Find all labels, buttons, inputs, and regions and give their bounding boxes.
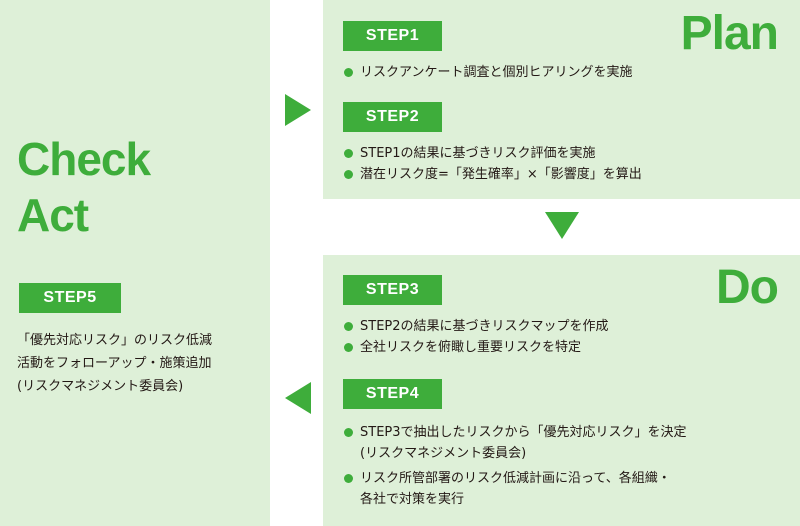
step3-bullet: STEP2の結果に基づきリスクマップを作成 bbox=[343, 316, 609, 337]
step5-line: (リスクマネジメント委員会) bbox=[17, 379, 184, 394]
step3-label: STEP3 bbox=[343, 275, 442, 305]
arrow-left-icon bbox=[285, 382, 311, 414]
step2-label: STEP2 bbox=[343, 102, 442, 132]
step1-label: STEP1 bbox=[343, 21, 442, 51]
step3-bullet: 全社リスクを俯瞰し重要リスクを特定 bbox=[343, 337, 609, 358]
step4-bullet: STEP3で抽出したリスクから「優先対応リスク」を決定 (リスクマネジメント委員… bbox=[343, 422, 687, 464]
arrow-right-icon bbox=[285, 94, 311, 126]
plan-heading: Plan bbox=[680, 7, 779, 60]
step4-bullet-line: (リスクマネジメント委員会) bbox=[360, 446, 527, 461]
check-heading: Check bbox=[17, 133, 151, 185]
step2-bullets: STEP1の結果に基づきリスク評価を実施 潜在リスク度=「発生確率」×「影響度」… bbox=[343, 143, 642, 185]
step4-bullets: STEP3で抽出したリスクから「優先対応リスク」を決定 (リスクマネジメント委員… bbox=[343, 422, 687, 510]
step4-label: STEP4 bbox=[343, 379, 442, 409]
step2-bullet: 潜在リスク度=「発生確率」×「影響度」を算出 bbox=[343, 164, 642, 185]
act-heading: Act bbox=[17, 189, 89, 241]
step2-bullet: STEP1の結果に基づきリスク評価を実施 bbox=[343, 143, 642, 164]
step4-bullet-line: 各社で対策を実行 bbox=[360, 492, 465, 507]
step1-bullets: リスクアンケート調査と個別ヒアリングを実施 bbox=[343, 62, 632, 83]
check-act-panel bbox=[0, 0, 270, 526]
step5-label: STEP5 bbox=[19, 283, 121, 313]
step1-bullet: リスクアンケート調査と個別ヒアリングを実施 bbox=[343, 62, 632, 83]
step4-bullet-line: STEP3で抽出したリスクから「優先対応リスク」を決定 bbox=[360, 425, 687, 440]
step4-bullet: リスク所管部署のリスク低減計画に沿って、各組織・ 各社で対策を実行 bbox=[343, 468, 687, 510]
step5-line: 活動をフォローアップ・施策追加 bbox=[17, 356, 212, 371]
step5-line: 「優先対応リスク」のリスク低減 bbox=[17, 333, 213, 348]
arrow-down-icon bbox=[545, 212, 579, 239]
do-heading: Do bbox=[716, 261, 779, 314]
step3-bullets: STEP2の結果に基づきリスクマップを作成 全社リスクを俯瞰し重要リスクを特定 bbox=[343, 316, 609, 358]
step5-description: 「優先対応リスク」のリスク低減 活動をフォローアップ・施策追加 (リスクマネジメ… bbox=[17, 329, 212, 398]
step4-bullet-line: リスク所管部署のリスク低減計画に沿って、各組織・ bbox=[360, 471, 671, 486]
